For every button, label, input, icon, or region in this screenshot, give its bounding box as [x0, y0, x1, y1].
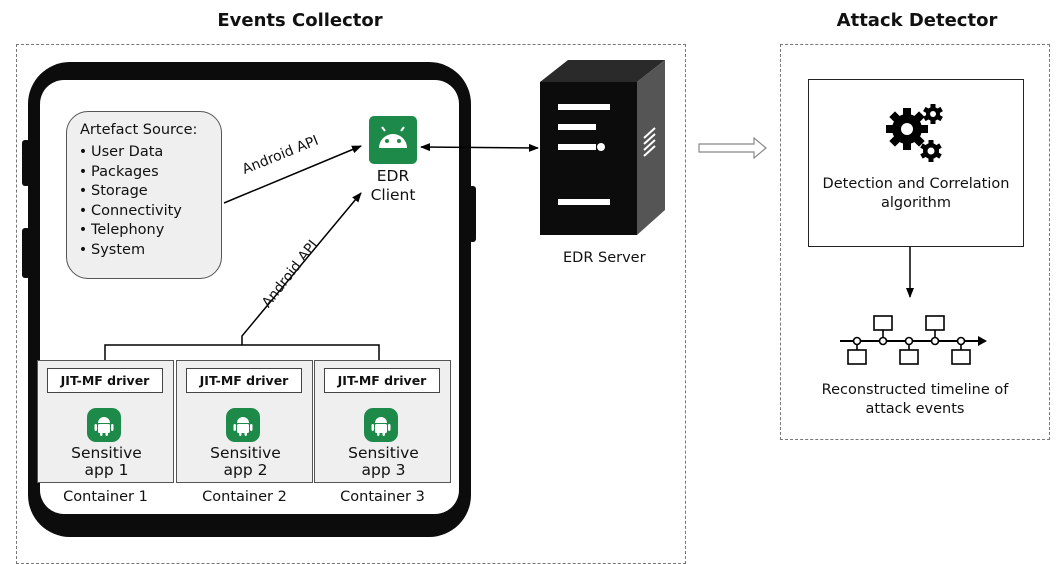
sensitive-app-line1: Sensitive: [71, 444, 142, 462]
android-icon: [379, 126, 407, 148]
sensitive-app-label: Sensitive app 3: [315, 445, 452, 479]
timeline-icon: [840, 315, 987, 365]
sensitive-app-label: Sensitive app 2: [177, 445, 314, 479]
connector-overlay: [104, 143, 914, 360]
client-server-arrow: [420, 143, 539, 152]
attack-detector-group: [780, 44, 1050, 440]
artefact-source-title: Artefact Source:: [80, 122, 198, 138]
container-label: Container 2: [202, 489, 287, 505]
list-item: Telephony: [75, 221, 182, 241]
hollow-arrow-icon: [698, 137, 767, 159]
android-api-arrow-top: [223, 145, 362, 204]
artefact-source-list: User Data Packages Storage Connectivity …: [75, 143, 182, 260]
list-item: Packages: [75, 163, 182, 183]
edr-client-label-line1: EDR: [376, 167, 410, 185]
timeline-label-line2: attack events: [865, 401, 965, 417]
container-1: JIT-MF driver Sensitive app 1: [37, 360, 174, 483]
list-item: Storage: [75, 182, 182, 202]
algorithm-label-line1: Detection and Correlation: [822, 176, 1010, 192]
sensitive-app-line1: Sensitive: [348, 444, 419, 462]
phone-side-button: [22, 228, 30, 278]
gears-icon: [886, 104, 943, 162]
list-item: System: [75, 241, 182, 261]
android-icon: [233, 417, 253, 436]
container-3: JIT-MF driver Sensitive app 3: [314, 360, 451, 483]
jit-mf-driver-box: JIT-MF driver: [186, 368, 302, 393]
container-2: JIT-MF driver Sensitive app 2: [176, 360, 313, 483]
artefact-source-box: Artefact Source: User Data Packages Stor…: [66, 111, 222, 279]
sensitive-app-line2: app 1: [84, 461, 129, 479]
attack-detector-title: Attack Detector: [836, 10, 998, 31]
server-tower-icon: [540, 60, 665, 235]
android-app-icon: [364, 408, 398, 442]
list-item: User Data: [75, 143, 182, 163]
detection-algorithm-box: [808, 79, 1024, 247]
sensitive-app-line2: app 2: [223, 461, 268, 479]
phone-side-button: [22, 140, 30, 186]
edr-client-label-line2: Client: [370, 186, 416, 204]
android-api-arrow-left: [241, 192, 362, 345]
jit-mf-driver-box: JIT-MF driver: [324, 368, 440, 393]
android-icon: [94, 417, 114, 436]
container-bus-line: [104, 344, 380, 360]
edr-client-icon: [369, 116, 417, 164]
timeline-label-line1: Reconstructed timeline of: [821, 382, 1009, 398]
events-collector-title: Events Collector: [217, 10, 383, 31]
phone-side-button: [469, 186, 476, 242]
container-label: Container 1: [63, 489, 148, 505]
jit-mf-driver-box: JIT-MF driver: [47, 368, 163, 393]
android-icon: [371, 417, 391, 436]
list-item: Connectivity: [75, 202, 182, 222]
sensitive-app-label: Sensitive app 1: [38, 445, 175, 479]
android-app-icon: [87, 408, 121, 442]
algorithm-label-line2: algorithm: [881, 195, 951, 211]
android-app-icon: [226, 408, 260, 442]
sensitive-app-line2: app 3: [361, 461, 406, 479]
edr-server-label: EDR Server: [563, 250, 646, 266]
sensitive-app-line1: Sensitive: [210, 444, 281, 462]
container-label: Container 3: [340, 489, 425, 505]
